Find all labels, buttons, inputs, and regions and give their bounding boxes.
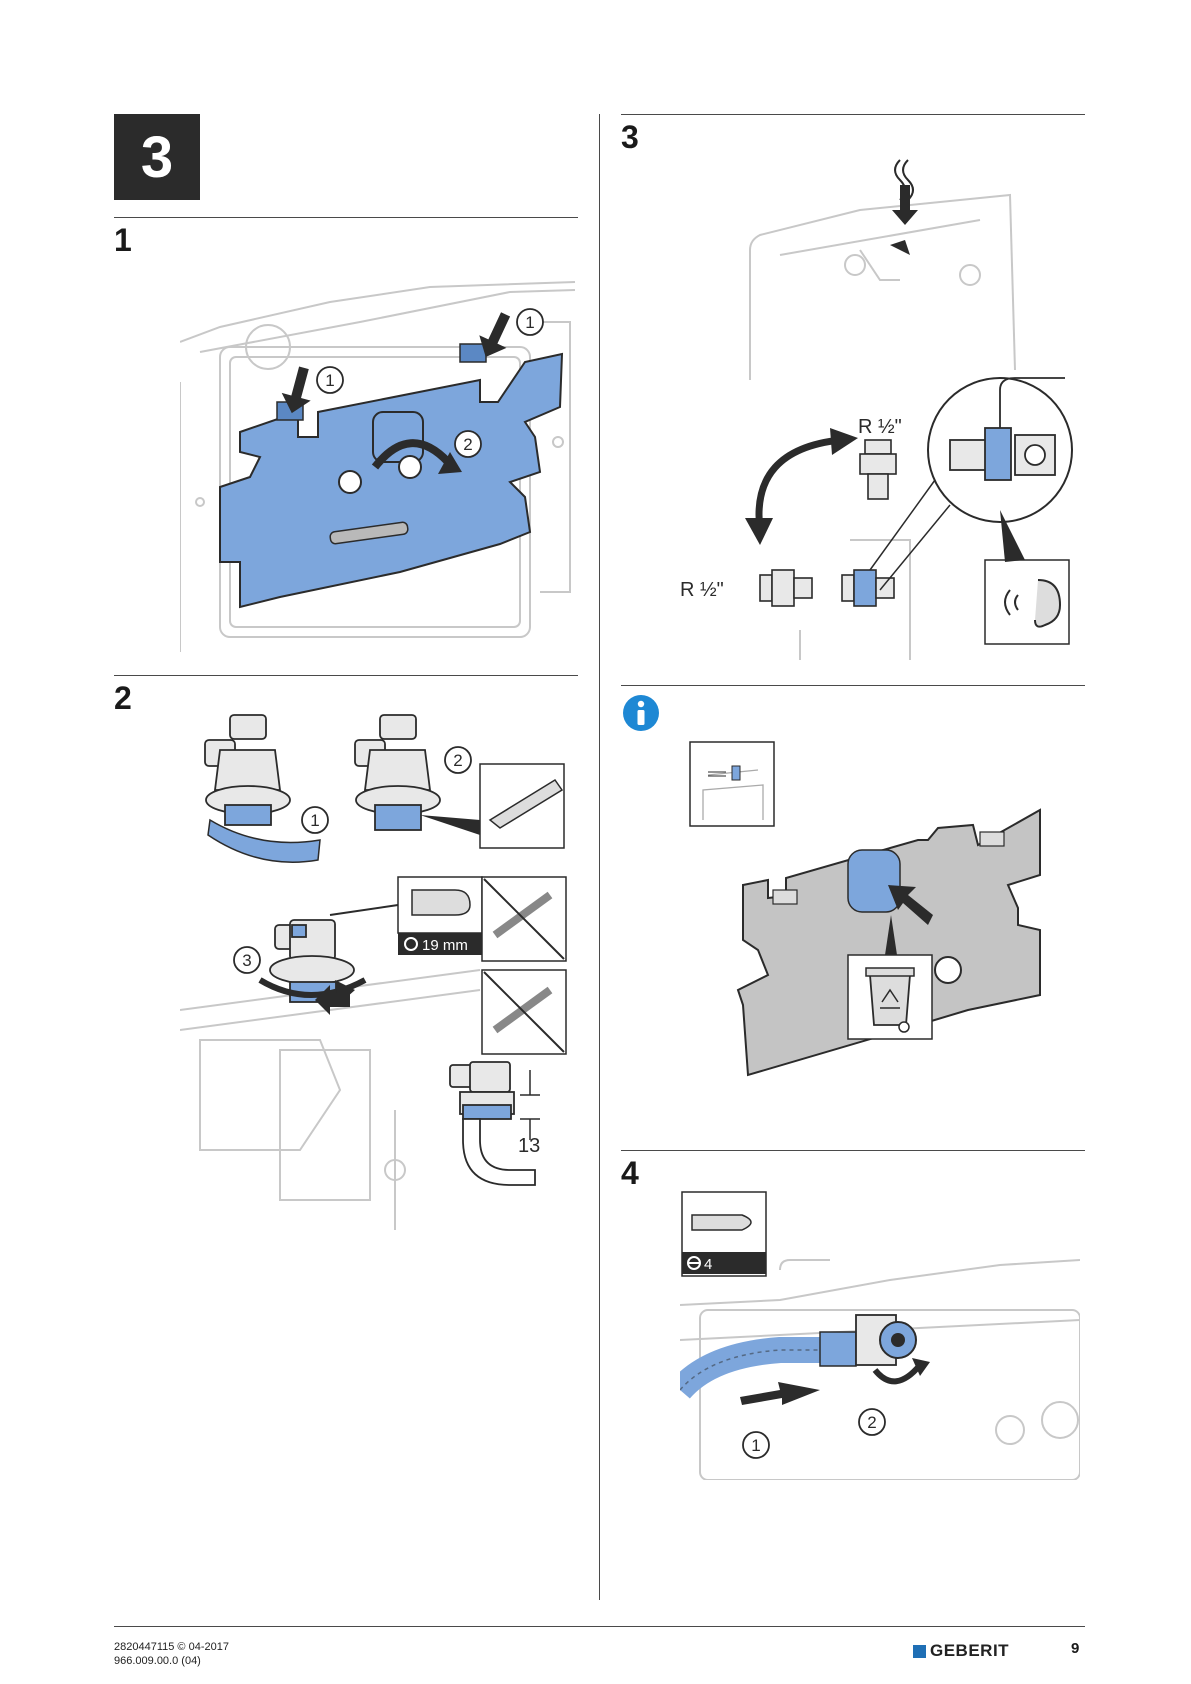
screwdriver-size: 4 <box>704 1256 712 1273</box>
chapter-number: 3 <box>141 124 173 191</box>
column-divider <box>599 114 600 1600</box>
step1-illustration: 1 1 2 <box>180 262 580 652</box>
logo-square-icon <box>913 1645 926 1658</box>
footer-doc-info: 2820447115 © 04-2017 966.009.00.0 (04) <box>114 1640 229 1668</box>
info-illustration <box>688 740 1048 1090</box>
brand-logo: GEBERIT <box>913 1641 1009 1661</box>
step3-rule <box>621 114 1085 115</box>
step4-callout-1: 1 <box>751 1436 760 1455</box>
step1-callout-2: 2 <box>463 435 472 454</box>
info-rule <box>621 685 1085 686</box>
step2-callout-3: 3 <box>242 951 251 970</box>
step3-number: 3 <box>621 121 639 153</box>
step2-illustration: 19 mm 13 1 2 3 <box>180 710 580 1230</box>
info-icon <box>622 694 660 737</box>
step2-rule <box>114 675 578 676</box>
wrench-size-label: 19 mm <box>422 937 468 954</box>
step2-number: 2 <box>114 682 132 714</box>
step1-callout-1b: 1 <box>525 313 534 332</box>
thread-dimension: 13 <box>518 1135 540 1157</box>
step1-number: 1 <box>114 224 132 256</box>
step2-callout-2: 2 <box>453 751 462 770</box>
step4-number: 4 <box>621 1157 639 1189</box>
step2-callout-1: 1 <box>310 811 319 830</box>
step4-rule <box>621 1150 1085 1151</box>
chapter-number-box: 3 <box>114 114 200 200</box>
step4-callout-2: 2 <box>867 1413 876 1432</box>
footer-rule <box>114 1626 1085 1627</box>
thread-label-left: R ½" <box>680 579 724 601</box>
step1-rule <box>114 217 578 218</box>
footer-doc-number: 2820447115 © 04-2017 <box>114 1640 229 1654</box>
step1-callout-1a: 1 <box>325 371 334 390</box>
footer-article-number: 966.009.00.0 (04) <box>114 1654 229 1668</box>
step3-illustration: R ½" R ½" <box>680 150 1080 660</box>
step4-illustration: 4 1 2 <box>680 1190 1080 1480</box>
thread-label-top: R ½" <box>858 416 902 438</box>
brand-name: GEBERIT <box>930 1641 1009 1661</box>
page-number: 9 <box>1071 1640 1079 1657</box>
